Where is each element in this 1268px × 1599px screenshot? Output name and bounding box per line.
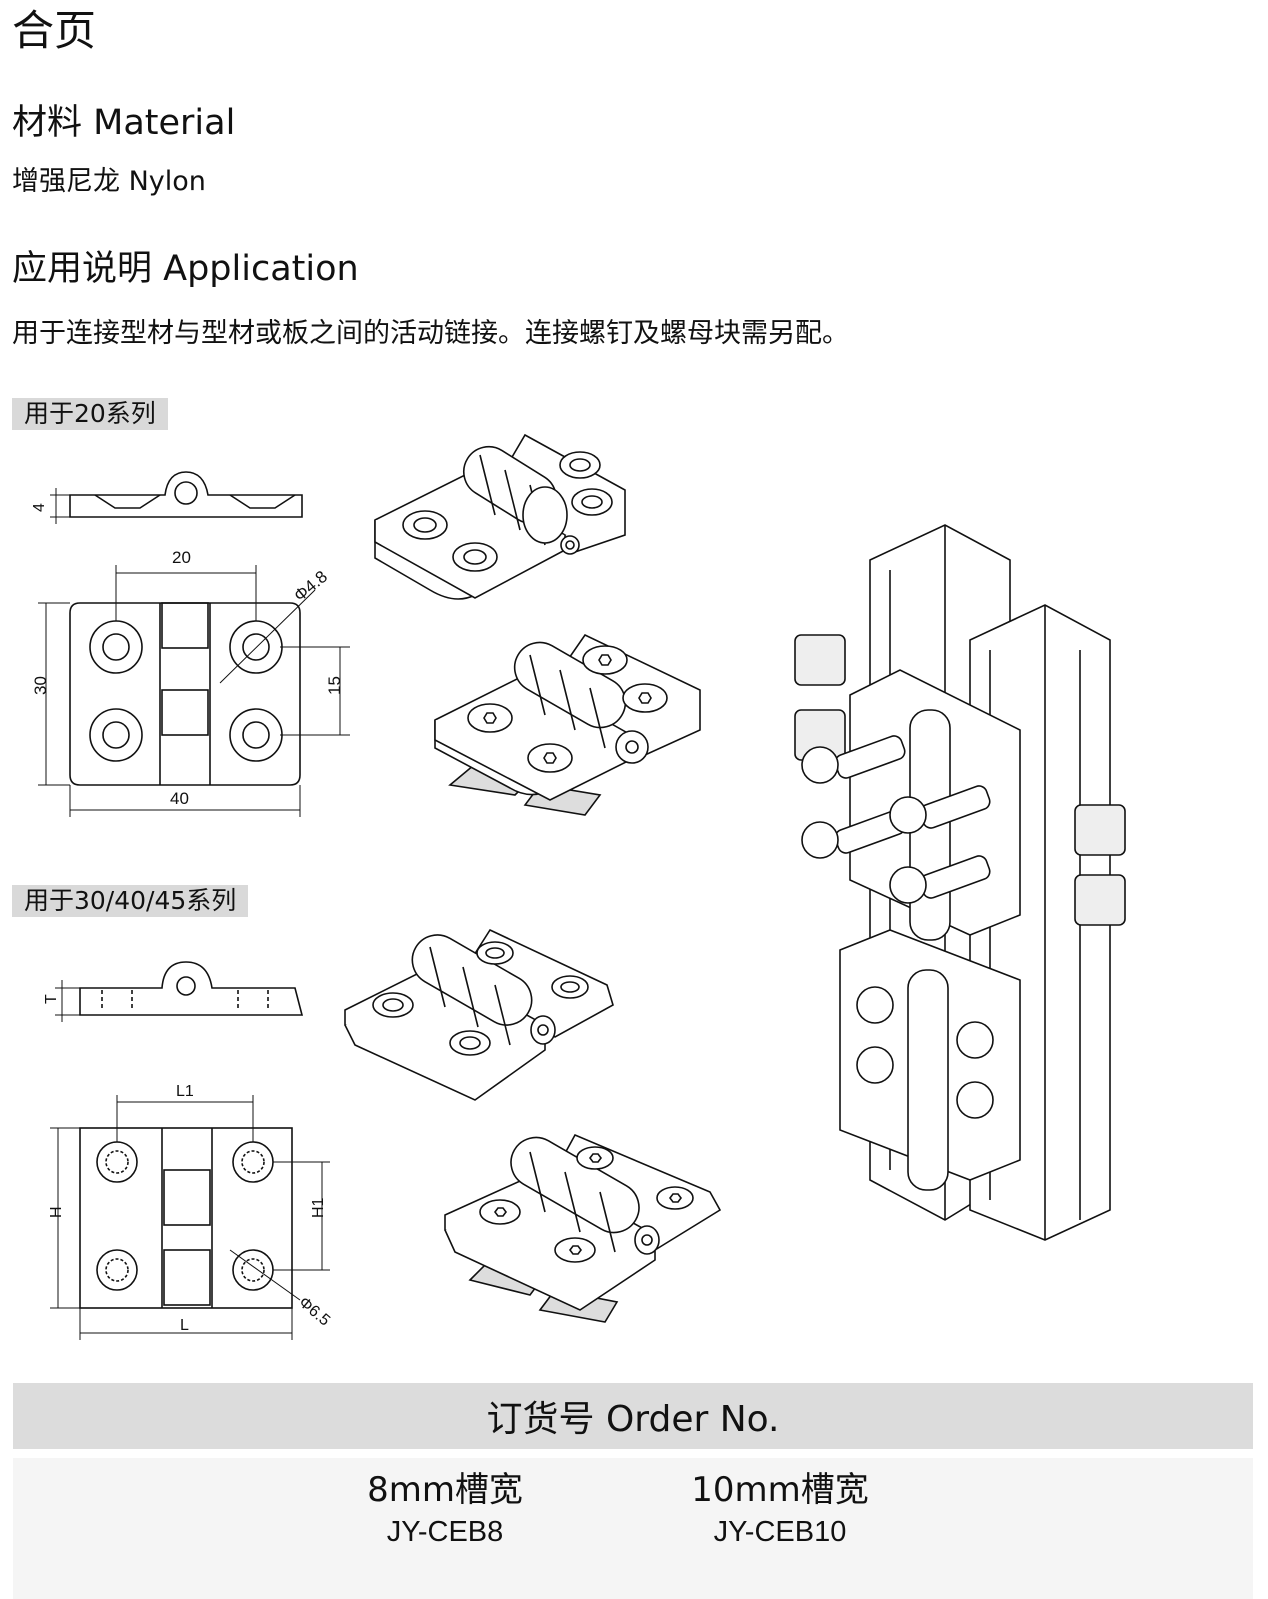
application-heading: 应用说明 Application (12, 249, 359, 289)
series-3045-label: 用于30/40/45系列 (12, 885, 249, 917)
order-table-body: 8mm槽宽 JY-CEB8 10mm槽宽 JY-CEB10 (13, 1458, 1253, 1599)
dim-thickness-20: 4 (31, 503, 48, 512)
dim-h1-20: 15 (325, 676, 344, 695)
order-code: JY-CEB10 (713, 1516, 847, 1548)
application-text: 用于连接型材与型材或板之间的活动链接。连接螺钉及螺母块需另配。 (12, 318, 849, 349)
hinge-iso-3045-assembled (444, 1133, 722, 1323)
series-3045-side-view: T (43, 961, 304, 1022)
dim-l-20: 40 (170, 789, 189, 808)
series-20-top-view: 20 Φ4.8 30 15 40 (31, 548, 350, 817)
order-column-10mm: 10mm槽宽 JY-CEB10 (640, 1470, 920, 1550)
order-slot-width: 8mm槽宽 (367, 1470, 523, 1510)
dim-t-3045: T (43, 994, 60, 1004)
order-code: JY-CEB8 (386, 1516, 504, 1548)
profile-assembly-illustration (794, 524, 1126, 1241)
order-heading: 订货号 Order No. (13, 1383, 1253, 1449)
dim-l1-3045: L1 (176, 1083, 194, 1100)
dim-l1-20: 20 (172, 548, 191, 567)
material-value: 增强尼龙 Nylon (12, 166, 206, 197)
hinge-iso-20-assembled (434, 633, 701, 816)
series-20-side-view: 4 (31, 471, 303, 524)
dim-dia-3045: Φ6.5 (295, 1294, 333, 1330)
page-title: 合页 (12, 6, 97, 55)
dim-dia-20: Φ4.8 (290, 567, 331, 605)
hinge-iso-3045-front (344, 928, 614, 1101)
material-heading: 材料 Material (12, 103, 236, 143)
dim-h-3045: H (48, 1206, 65, 1218)
dim-h1-3045: H1 (310, 1197, 327, 1218)
hinge-iso-20-front (374, 433, 626, 600)
order-column-8mm: 8mm槽宽 JY-CEB8 (305, 1470, 585, 1550)
dim-h-20: 30 (31, 676, 50, 695)
series-3045-top-view: L1 H H1 Φ6.5 L (48, 1083, 333, 1340)
dim-l-3045: L (180, 1317, 189, 1334)
order-slot-width: 10mm槽宽 (691, 1470, 869, 1510)
series-20-label: 用于20系列 (12, 398, 168, 430)
